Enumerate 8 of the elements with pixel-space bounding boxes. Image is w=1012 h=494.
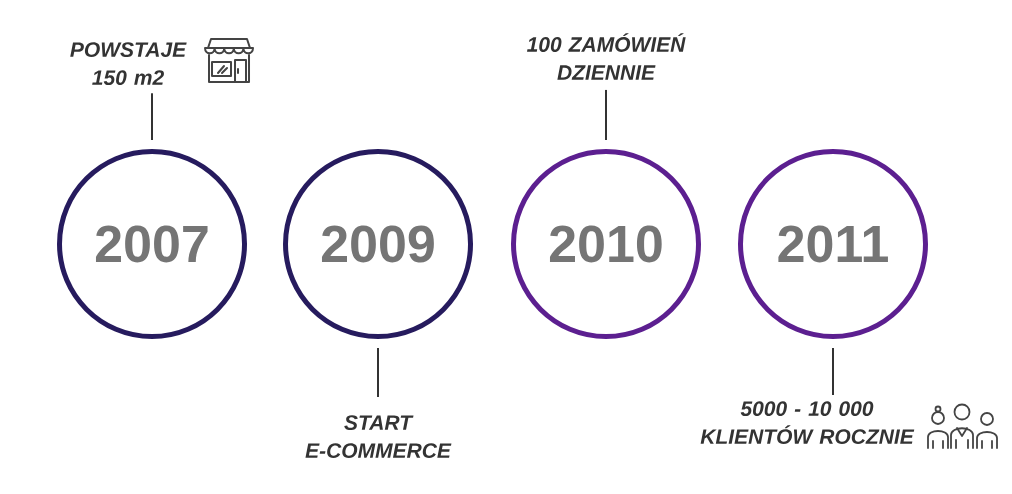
leader-line	[832, 347, 834, 396]
milestone-label: POWSTAJE 150 m2	[70, 42, 187, 86]
milestone-label: 100 ZAMÓWIEŃ DZIENNIE	[527, 33, 686, 80]
leader-line	[151, 92, 153, 141]
leader-line	[605, 88, 607, 141]
leader-line	[377, 347, 379, 398]
milestone-label: 5000 - 10 000 KLIENTÓW ROCZNIE	[700, 401, 915, 445]
milestone-label: START E-COMMERCE	[305, 415, 452, 459]
